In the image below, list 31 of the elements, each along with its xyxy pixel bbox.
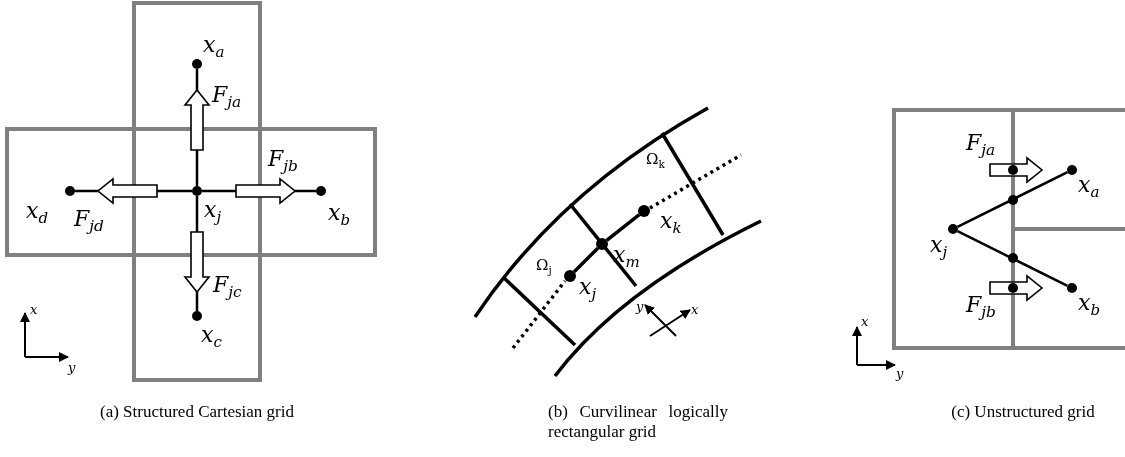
axis-label: x	[861, 314, 869, 330]
connector-line	[956, 171, 1069, 228]
connector-line	[605, 213, 641, 242]
flux-label: F$_{jd}$	[74, 206, 104, 236]
point-label: x$_{j}$	[204, 197, 222, 229]
flux-label: F$_{ja}$	[212, 82, 242, 112]
axis-label: x	[30, 302, 38, 318]
flux-label: F$_{jb}$	[268, 146, 298, 176]
connector-line	[956, 230, 1069, 287]
cell-label: Ω$_{j}$	[536, 256, 552, 277]
flux-label: F$_{jb}$	[966, 292, 996, 322]
axis-label: x	[691, 302, 699, 318]
flux-label: F$_{ja}$	[966, 130, 996, 160]
point-label: x$_{j}$	[930, 232, 948, 264]
subfigure-caption: (a) Structured Cartesian grid	[99, 402, 295, 423]
point-label: x$_{b}$	[328, 200, 351, 232]
subfigure-caption: (b) Curvilinear logically rectangular grid	[548, 402, 728, 443]
cell-label: Ω$_{k}$	[646, 150, 665, 171]
point-label: x$_{c}$	[201, 322, 222, 354]
connector-line	[572, 246, 600, 274]
point-label: x$_{a}$	[1078, 172, 1100, 204]
flux-label: F$_{jc}$	[213, 272, 242, 302]
subfigure-caption: (c) Unstructured grid	[950, 402, 1096, 423]
axis-label: y	[68, 360, 76, 376]
point-label: x$_{d}$	[26, 198, 49, 230]
point-label: x$_{a}$	[203, 32, 225, 64]
point-label: x$_{b}$	[1078, 290, 1101, 322]
axis-label: y	[636, 299, 644, 315]
point-label: x$_{j}$	[579, 274, 597, 306]
axis-label: y	[896, 366, 904, 382]
point-label: x$_{k}$	[660, 208, 682, 240]
